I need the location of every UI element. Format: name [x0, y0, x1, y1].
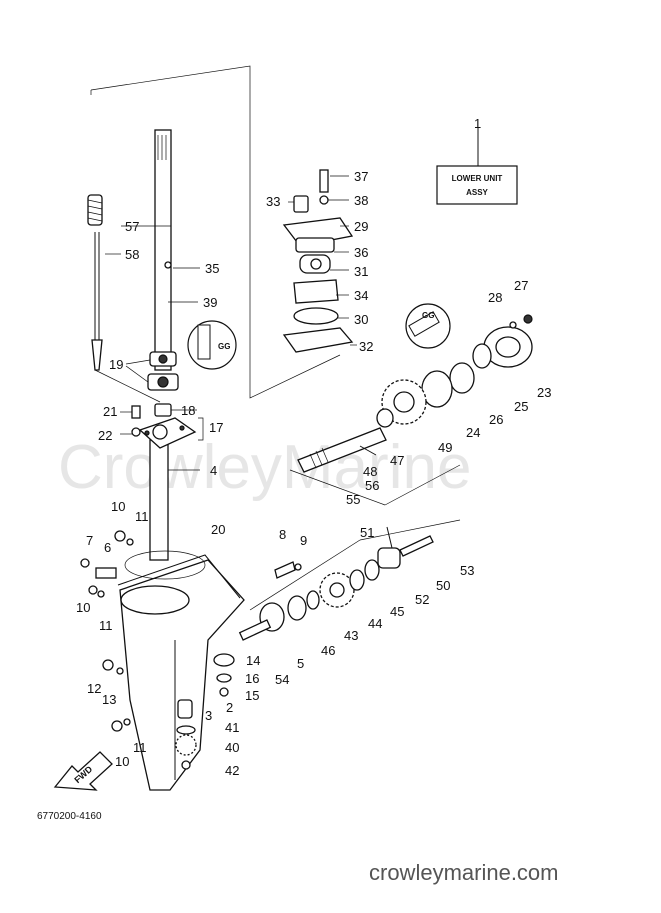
- forward-arrow-icon: FWD: [53, 751, 113, 791]
- gear-train: [289, 314, 533, 506]
- site-url: crowleymarine.com: [369, 860, 559, 885]
- callout-8[interactable]: 8: [279, 527, 286, 542]
- callout-51[interactable]: 51: [360, 525, 374, 540]
- callout-58[interactable]: 58: [125, 247, 139, 262]
- water-pump-assembly: [282, 169, 354, 353]
- callout-10[interactable]: 10: [115, 754, 129, 769]
- drive-shaft-assembly: [147, 129, 179, 561]
- callout-14[interactable]: 14: [246, 653, 260, 668]
- lower-unit-assy-box: LOWER UNIT ASSY: [436, 128, 518, 205]
- kit-box-line2: ASSY: [466, 188, 488, 197]
- callout-56[interactable]: 56: [365, 478, 379, 493]
- bearing-housing: [131, 405, 197, 449]
- callout-24[interactable]: 24: [466, 425, 480, 440]
- callout-54[interactable]: 54: [275, 672, 289, 687]
- sealant-label-left: GG: [218, 342, 230, 351]
- callout-49[interactable]: 49: [438, 440, 452, 455]
- callout-31[interactable]: 31: [354, 264, 368, 279]
- callout-35[interactable]: 35: [205, 261, 219, 276]
- callout-52[interactable]: 52: [415, 592, 429, 607]
- callout-20[interactable]: 20: [211, 522, 225, 537]
- pinion-stack: [175, 653, 235, 770]
- callout-53[interactable]: 53: [460, 563, 474, 578]
- callout-42[interactable]: 42: [225, 763, 239, 778]
- watermark-text: CrowleyMarine: [58, 433, 471, 502]
- callout-13[interactable]: 13: [102, 692, 116, 707]
- callout-39[interactable]: 39: [203, 295, 217, 310]
- callout-12[interactable]: 12: [87, 681, 101, 696]
- callout-19[interactable]: 19: [109, 357, 123, 372]
- callout-30[interactable]: 30: [354, 312, 368, 327]
- callout-47[interactable]: 47: [390, 453, 404, 468]
- callout-5[interactable]: 5: [297, 656, 304, 671]
- callout-44[interactable]: 44: [368, 616, 382, 631]
- callout-11[interactable]: 11: [99, 618, 113, 633]
- callout-7[interactable]: 7: [86, 533, 93, 548]
- callout-2[interactable]: 2: [226, 700, 233, 715]
- reverse-gear-group: [238, 519, 461, 641]
- callout-57[interactable]: 57: [125, 219, 139, 234]
- callout-22[interactable]: 22: [98, 428, 112, 443]
- callout-27[interactable]: 27: [514, 278, 528, 293]
- callout-3[interactable]: 3: [205, 708, 212, 723]
- callout-9[interactable]: 9: [300, 533, 307, 548]
- callout-11[interactable]: 11: [133, 740, 147, 755]
- callout-48[interactable]: 48: [363, 464, 377, 479]
- sealant-marker-left: GG: [187, 320, 237, 370]
- callout-38[interactable]: 38: [354, 193, 368, 208]
- callout-6[interactable]: 6: [104, 540, 111, 555]
- callout-1[interactable]: 1: [474, 116, 481, 131]
- callout-17[interactable]: 17: [209, 420, 223, 435]
- callout-34[interactable]: 34: [354, 288, 368, 303]
- callout-40[interactable]: 40: [225, 740, 239, 755]
- callout-43[interactable]: 43: [344, 628, 358, 643]
- callout-25[interactable]: 25: [514, 399, 528, 414]
- diagram-code: 6770200-4160: [37, 811, 102, 822]
- callout-10[interactable]: 10: [76, 600, 90, 615]
- leader-lines: [105, 175, 357, 471]
- shift-rod: [87, 194, 103, 371]
- callout-41[interactable]: 41: [225, 720, 239, 735]
- callout-50[interactable]: 50: [436, 578, 450, 593]
- kit-box-line1: LOWER UNIT: [452, 174, 503, 183]
- callout-4[interactable]: 4: [210, 463, 217, 478]
- callout-16[interactable]: 16: [245, 671, 259, 686]
- lower-case-housing: [80, 530, 245, 791]
- callout-36[interactable]: 36: [354, 245, 368, 260]
- callout-15[interactable]: 15: [245, 688, 259, 703]
- assembly-frame: [90, 65, 341, 403]
- callout-18[interactable]: 18: [181, 403, 195, 418]
- callout-46[interactable]: 46: [321, 643, 335, 658]
- callout-23[interactable]: 23: [537, 385, 551, 400]
- callout-45[interactable]: 45: [390, 604, 404, 619]
- callout-55[interactable]: 55: [346, 492, 360, 507]
- callout-29[interactable]: 29: [354, 219, 368, 234]
- callout-10[interactable]: 10: [111, 499, 125, 514]
- callout-32[interactable]: 32: [359, 339, 373, 354]
- sealant-label-right: GG: [422, 311, 434, 320]
- callout-11[interactable]: 11: [135, 509, 149, 524]
- callout-37[interactable]: 37: [354, 169, 368, 184]
- callout-26[interactable]: 26: [489, 412, 503, 427]
- callout-33[interactable]: 33: [266, 194, 280, 209]
- sealant-marker-right: GG: [405, 303, 451, 349]
- callout-21[interactable]: 21: [103, 404, 117, 419]
- callout-labels: 1 2 3 4 5 6 7 8 9 10 10 10 11 11 11 12 1…: [76, 116, 551, 778]
- callout-28[interactable]: 28: [488, 290, 502, 305]
